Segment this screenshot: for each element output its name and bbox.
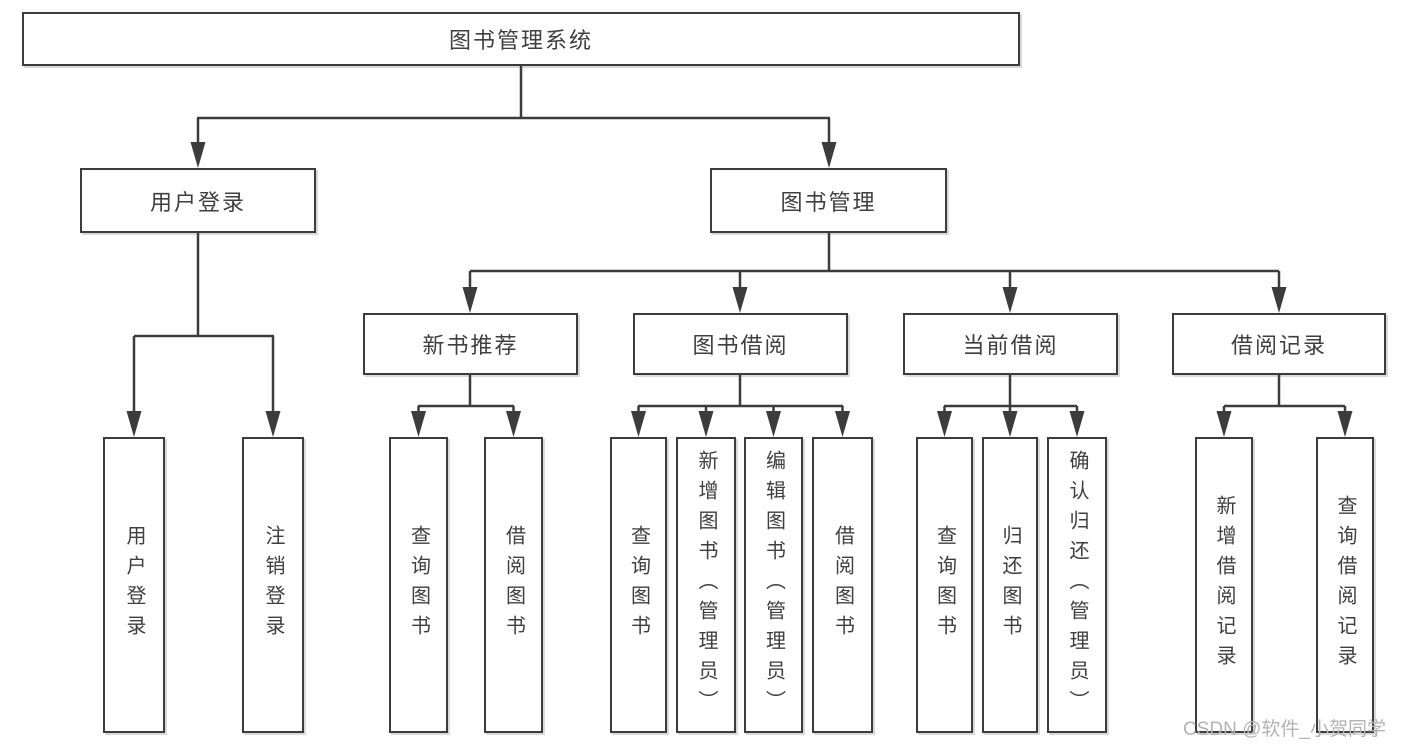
leaf-confirm-return-admin: 确认归还（管理员） (1047, 437, 1107, 733)
node-book-management: 图书管理 (710, 168, 947, 233)
leaf-query-borrow-record: 查询借阅记录 (1316, 437, 1374, 733)
leaf-borrow-books-recommend: 借阅图书 (484, 437, 543, 733)
leaf-query-borrow-record-label: 查询借阅记录 (1334, 495, 1356, 675)
leaf-return-books-label: 归还图书 (999, 525, 1021, 645)
leaf-add-book-admin: 新增图书（管理员） (676, 437, 736, 733)
node-current-borrowing: 当前借阅 (903, 313, 1118, 375)
leaf-add-book-admin-label: 新增图书（管理员） (695, 450, 717, 720)
leaf-edit-book-admin: 编辑图书（管理员） (744, 437, 803, 733)
leaf-logout: 注销登录 (242, 437, 304, 733)
node-library-management-system: 图书管理系统 (22, 12, 1020, 66)
leaf-add-borrow-record-label: 新增借阅记录 (1213, 495, 1235, 675)
leaf-query-books-recommend: 查询图书 (389, 437, 448, 733)
leaf-query-books-borrowing-label: 查询图书 (627, 525, 650, 645)
leaf-query-books-current-label: 查询图书 (933, 525, 956, 645)
watermark: CSDN @软件_小贺同学 (1183, 719, 1386, 740)
node-book-borrowing: 图书借阅 (633, 313, 848, 375)
leaf-edit-book-admin-label: 编辑图书（管理员） (762, 450, 785, 720)
leaf-borrow-books-borrowing-label: 借阅图书 (831, 525, 854, 645)
leaf-borrow-books-borrowing: 借阅图书 (812, 437, 873, 733)
leaf-user-login-label: 用户登录 (123, 525, 145, 645)
leaf-borrow-books-recommend-label: 借阅图书 (502, 525, 525, 645)
node-new-book-recommendation: 新书推荐 (363, 313, 578, 375)
leaf-add-borrow-record: 新增借阅记录 (1195, 437, 1253, 733)
leaf-query-books-borrowing: 查询图书 (610, 437, 667, 733)
node-user-login: 用户登录 (80, 168, 316, 233)
leaf-logout-label: 注销登录 (262, 525, 284, 645)
leaf-user-login: 用户登录 (103, 437, 165, 733)
leaf-query-books-current: 查询图书 (916, 437, 973, 733)
leaf-query-books-recommend-label: 查询图书 (407, 525, 430, 645)
node-borrowing-records: 借阅记录 (1172, 313, 1386, 375)
leaf-return-books: 归还图书 (982, 437, 1038, 733)
leaf-confirm-return-admin-label: 确认归还（管理员） (1066, 450, 1088, 720)
